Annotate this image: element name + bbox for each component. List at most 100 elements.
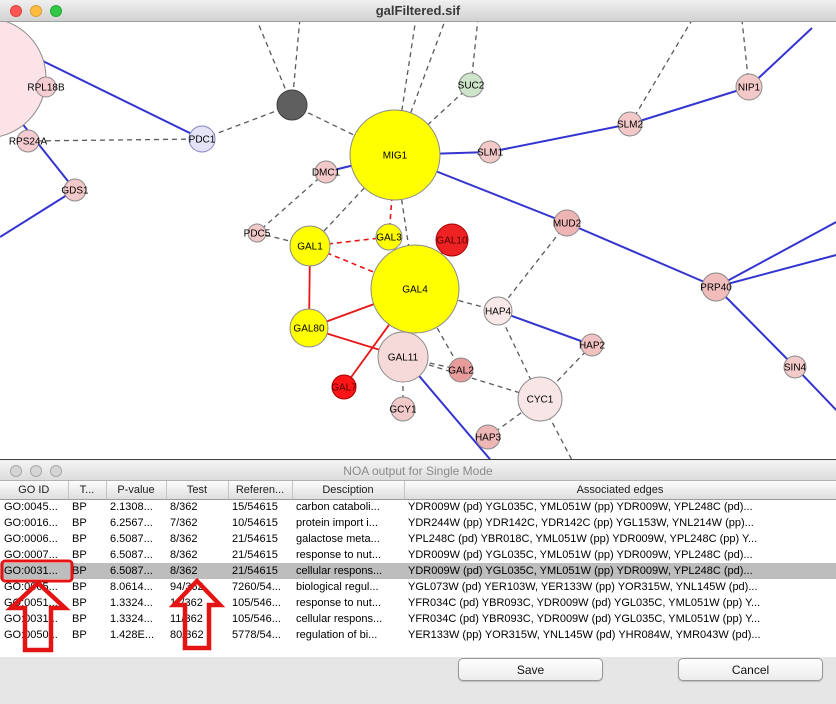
node-GAL11[interactable] <box>377 331 429 383</box>
column-header[interactable]: Referen... <box>228 481 293 500</box>
edge-PRP40-r2[interactable] <box>715 220 836 288</box>
table-cell: 1.3324... <box>110 613 153 625</box>
node-PDC5[interactable] <box>247 223 267 243</box>
edge-SLM2-t6[interactable] <box>629 22 692 125</box>
column-header[interactable]: T... <box>68 481 107 500</box>
table-cell: response to nut... <box>296 549 381 561</box>
column-header[interactable]: Test <box>166 481 229 500</box>
edge-PRP40-r1[interactable] <box>715 254 836 288</box>
save-button[interactable]: Save <box>458 658 603 681</box>
node-label-GAL11: GAL11 <box>388 353 419 364</box>
table-cell: 8/362 <box>170 549 198 561</box>
node-HAP3[interactable] <box>475 424 501 450</box>
edge-DMC1-PDC5[interactable] <box>256 171 327 234</box>
table-cell: BP <box>72 581 87 593</box>
edge-GDS1-a_l1[interactable] <box>0 189 76 238</box>
node-SIN4[interactable] <box>783 355 807 379</box>
table-cell: galactose meta... <box>296 533 380 545</box>
edge-GAL3-MIG1[interactable] <box>388 154 396 238</box>
table-cell: BP <box>72 565 87 577</box>
node-GDS1[interactable] <box>63 178 87 202</box>
column-header[interactable]: P-value <box>106 481 167 500</box>
column-header[interactable]: GO ID <box>0 481 69 500</box>
edge-DARK1-MIG1[interactable] <box>291 104 396 156</box>
edge-GAL4-GAL2[interactable] <box>414 288 462 371</box>
node-HAP2[interactable] <box>580 333 604 357</box>
table-cell: BP <box>72 613 87 625</box>
table-cell: 6.5087... <box>110 565 153 577</box>
node-GAL3[interactable] <box>375 223 403 251</box>
table-cell: GO:0031... <box>4 565 58 577</box>
node-MUD2[interactable] <box>553 209 581 237</box>
graph-window-titlebar[interactable]: galFiltered.sif <box>0 0 836 22</box>
node-GAL4[interactable] <box>370 244 460 334</box>
edge-MUD2-HAP4[interactable] <box>497 222 568 312</box>
edge-MUD2-PRP40[interactable] <box>566 222 717 288</box>
table-cell: BP <box>72 533 87 545</box>
zoom-button[interactable] <box>50 465 62 477</box>
node-PDC1[interactable] <box>188 125 216 153</box>
zoom-button[interactable] <box>50 5 62 17</box>
node-RPL18B[interactable] <box>35 76 57 98</box>
table-cell: 6.5087... <box>110 549 153 561</box>
table-cell: BP <box>72 629 87 641</box>
noa-window-titlebar[interactable]: NOA output for Single Mode <box>0 461 836 481</box>
node-GAL7[interactable] <box>331 374 357 400</box>
node-GAL10[interactable] <box>435 223 469 257</box>
node-GCY1[interactable] <box>390 396 416 422</box>
node-GAL1[interactable] <box>289 225 331 267</box>
close-button[interactable] <box>10 465 22 477</box>
close-button[interactable] <box>10 5 22 17</box>
table-cell: 8/362 <box>170 501 198 514</box>
minimize-button[interactable] <box>30 5 42 17</box>
table-cell: GO:0031... <box>4 613 58 625</box>
node-GAL80[interactable] <box>289 308 329 348</box>
node-HAP4[interactable] <box>483 296 513 326</box>
node-NIP1[interactable] <box>735 73 763 101</box>
node-label-MUD2: MUD2 <box>553 219 582 230</box>
node-DARK1[interactable] <box>276 89 308 121</box>
edge-HAP4-HAP2[interactable] <box>497 310 593 346</box>
edge-DARK1-t2[interactable] <box>291 22 301 106</box>
edge-RPS24A-PDC1[interactable] <box>27 138 203 142</box>
node-SLM1[interactable] <box>478 140 502 164</box>
node-label-GAL7: GAL7 <box>331 383 357 394</box>
edge-MIG1-t4[interactable] <box>394 22 446 156</box>
table-cell: GO:0045... <box>4 501 58 514</box>
edge-SLM1-SLM2[interactable] <box>489 123 631 153</box>
edge-NIP1-t8[interactable] <box>748 27 813 88</box>
node-PRP40[interactable] <box>701 272 731 302</box>
node-label-MIG1: MIG1 <box>383 151 408 162</box>
minimize-button[interactable] <box>30 465 42 477</box>
node-SUC2[interactable] <box>458 72 484 98</box>
edge-GAL11-CYC1[interactable] <box>402 356 541 400</box>
node-GAL2[interactable] <box>448 357 474 383</box>
node-label-SLM2: SLM2 <box>617 120 644 131</box>
table-cell: 15/54615 <box>232 501 278 514</box>
edge-HAP2-CYC1[interactable] <box>539 344 593 400</box>
edge-PRP40-SIN4[interactable] <box>715 286 796 368</box>
column-header[interactable]: Associated edges <box>404 481 836 500</box>
node-DMC1[interactable] <box>314 160 338 184</box>
table-cell: 5778/54... <box>232 629 281 641</box>
edge-DARK1-t1[interactable] <box>256 22 293 106</box>
node-label-CYC1: CYC1 <box>527 395 554 406</box>
node-MIG1[interactable] <box>349 109 441 201</box>
node-RPS24A[interactable] <box>16 129 40 153</box>
edge-PDC1-DARK1[interactable] <box>201 104 293 140</box>
cancel-button[interactable]: Cancel <box>678 658 823 681</box>
column-header[interactable]: Desciption <box>292 481 405 500</box>
node-SLM2[interactable] <box>617 111 643 137</box>
edge-SLM2-NIP1[interactable] <box>629 86 750 125</box>
node-CYC1[interactable] <box>517 376 563 422</box>
